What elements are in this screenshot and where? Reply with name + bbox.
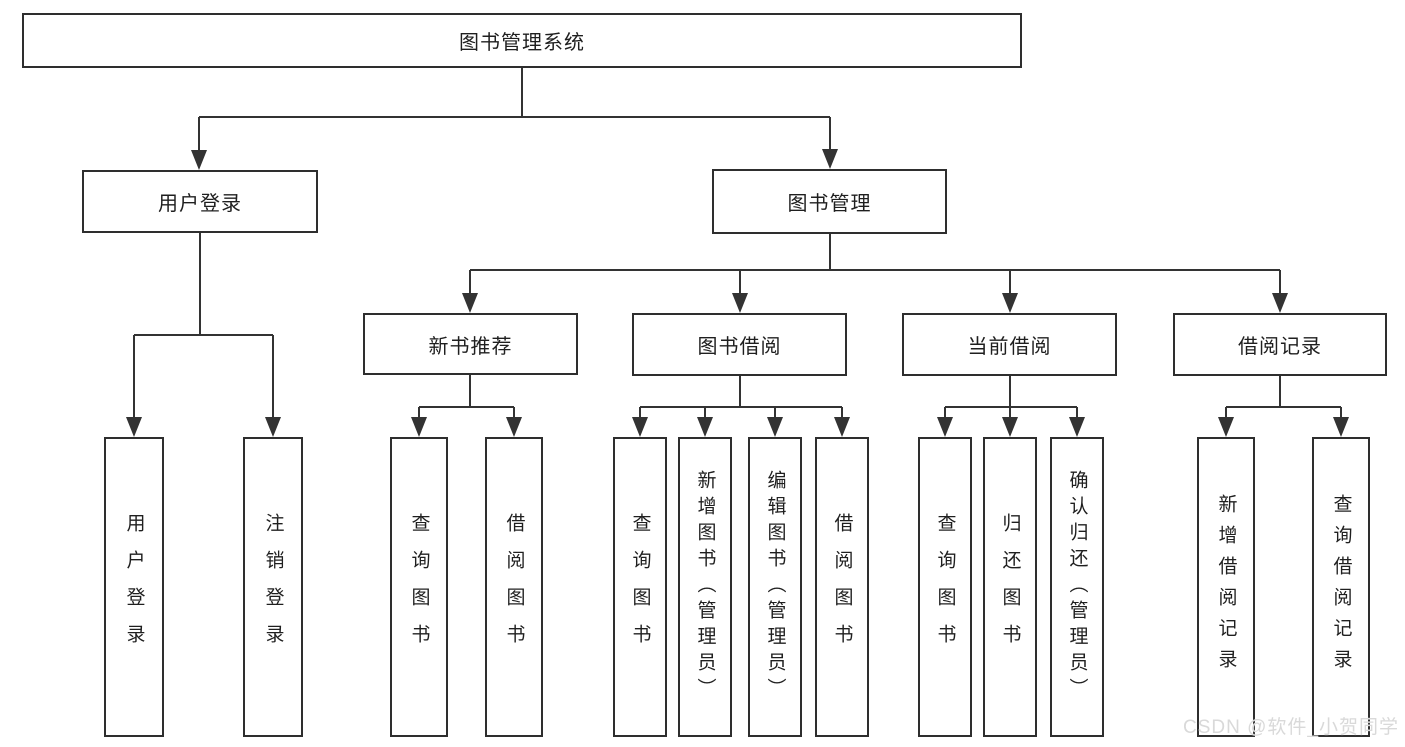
leaf-label: 查询借阅记录 [1330,494,1352,680]
arrowhead [1002,417,1018,437]
leaf-label: 查询图书 [934,513,956,661]
arrowhead [1333,417,1349,437]
leaf-logout: 注销登录 [243,437,303,737]
node-book-borrowing: 图书借阅 [632,313,847,376]
connector-current-borrow-children [937,376,1085,437]
leaf-add-book-admin: 新增图书（管理员） [678,437,732,737]
connector-user-login-children [126,233,281,437]
leaf-borrow-books-2: 借阅图书 [815,437,869,737]
leaf-query-books-1: 查询图书 [390,437,448,737]
leaf-label: 归还图书 [999,513,1021,661]
leaf-confirm-return-admin: 确认归还（管理员） [1050,437,1104,737]
leaf-user-login: 用户登录 [104,437,164,737]
arrowhead [632,417,648,437]
leaf-borrow-books-1: 借阅图书 [485,437,543,737]
connector-borrow-records-children [1218,376,1349,437]
leaf-query-borrow-record: 查询借阅记录 [1312,437,1370,737]
leaf-add-borrow-record: 新增借阅记录 [1197,437,1255,737]
leaf-label: 借阅图书 [503,513,525,661]
connector-book-management-children [462,234,1288,313]
node-book-management: 图书管理 [712,169,947,234]
leaf-label: 借阅图书 [831,513,853,661]
leaf-label: 查询图书 [408,513,430,661]
arrowhead [1002,293,1018,313]
leaf-return-books: 归还图书 [983,437,1037,737]
connector-book-borrow-children [632,376,850,437]
arrowhead [937,417,953,437]
leaf-query-books-3: 查询图书 [918,437,972,737]
node-root-library-system: 图书管理系统 [22,13,1022,68]
leaf-label: 用户登录 [123,513,145,661]
arrowhead [265,417,281,437]
arrowhead [411,417,427,437]
arrowhead [126,417,142,437]
arrowhead [1218,417,1234,437]
leaf-label: 编辑图书（管理员） [764,470,786,704]
leaf-label: 新增借阅记录 [1215,494,1237,680]
arrowhead [462,293,478,313]
arrowhead [506,417,522,437]
arrowhead [767,417,783,437]
node-user-login: 用户登录 [82,170,318,233]
arrowhead [822,149,838,169]
connector-new-book-rec-children [411,375,522,437]
arrowhead [1069,417,1085,437]
arrowhead [191,150,207,170]
leaf-label: 查询图书 [629,513,651,661]
node-borrowing-records: 借阅记录 [1173,313,1387,376]
leaf-label: 注销登录 [262,513,284,661]
arrowhead [732,293,748,313]
leaf-label: 新增图书（管理员） [694,470,716,704]
connector-root-to-level2 [191,68,838,170]
arrowhead [1272,293,1288,313]
leaf-edit-book-admin: 编辑图书（管理员） [748,437,802,737]
csdn-watermark: CSDN @软件_小贺同学 [1183,717,1399,738]
leaf-query-books-2: 查询图书 [613,437,667,737]
node-current-borrowing: 当前借阅 [902,313,1117,376]
leaf-label: 确认归还（管理员） [1066,470,1088,704]
arrowhead [697,417,713,437]
arrowhead [834,417,850,437]
node-new-book-recommendation: 新书推荐 [363,313,578,375]
